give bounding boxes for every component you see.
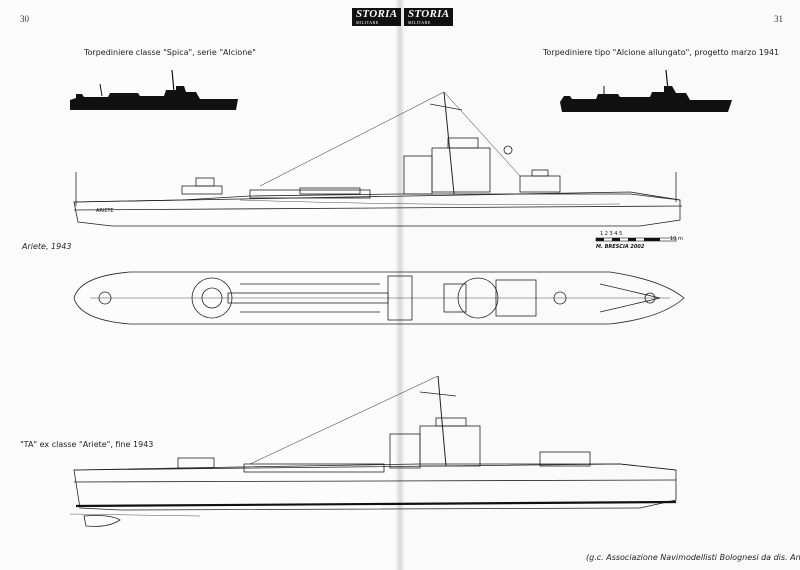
logo-title: STORIA <box>408 8 450 20</box>
left-page <box>0 0 400 570</box>
header-logo-left: STORIA MILITARE <box>352 8 402 26</box>
caption-spica-series: Torpediniere classe "Spica", serie "Alci… <box>84 48 256 57</box>
silhouette-spica <box>70 69 238 110</box>
credit-line: (g.c. Associazione Navimodellisti Bologn… <box>586 553 800 562</box>
page-number-left: 30 <box>20 14 29 24</box>
page-number-right: 31 <box>774 14 783 24</box>
scale-bar <box>595 237 677 242</box>
caption-ta-ariete: "TA" ex classe "Ariete", fine 1943 <box>20 440 154 449</box>
draughtsman-signature: M. BRESCIA 2002 <box>596 244 645 250</box>
hull-name-label: ARIETE <box>96 208 114 214</box>
header-logo-right: STORIA MILITARE <box>404 8 454 26</box>
page-gutter <box>396 0 404 570</box>
caption-ariete-1943: Ariete, 1943 <box>22 242 72 251</box>
logo-subtitle: MILITARE <box>356 20 379 25</box>
logo-title: STORIA <box>356 8 398 20</box>
logo-subtitle: MILITARE <box>408 20 431 25</box>
caption-alcione-allungato: Torpediniere tipo "Alcione allungato", p… <box>543 48 780 57</box>
scale-numbers: 1 2 3 4 5 <box>600 231 623 237</box>
silhouette-alcione-allungato <box>560 69 732 112</box>
plan-view-ariete-1943 <box>73 271 685 325</box>
profile-ariete-1943 <box>73 91 683 227</box>
profile-ta-ariete <box>69 375 677 527</box>
scale-end-label: 10 m <box>670 236 683 242</box>
